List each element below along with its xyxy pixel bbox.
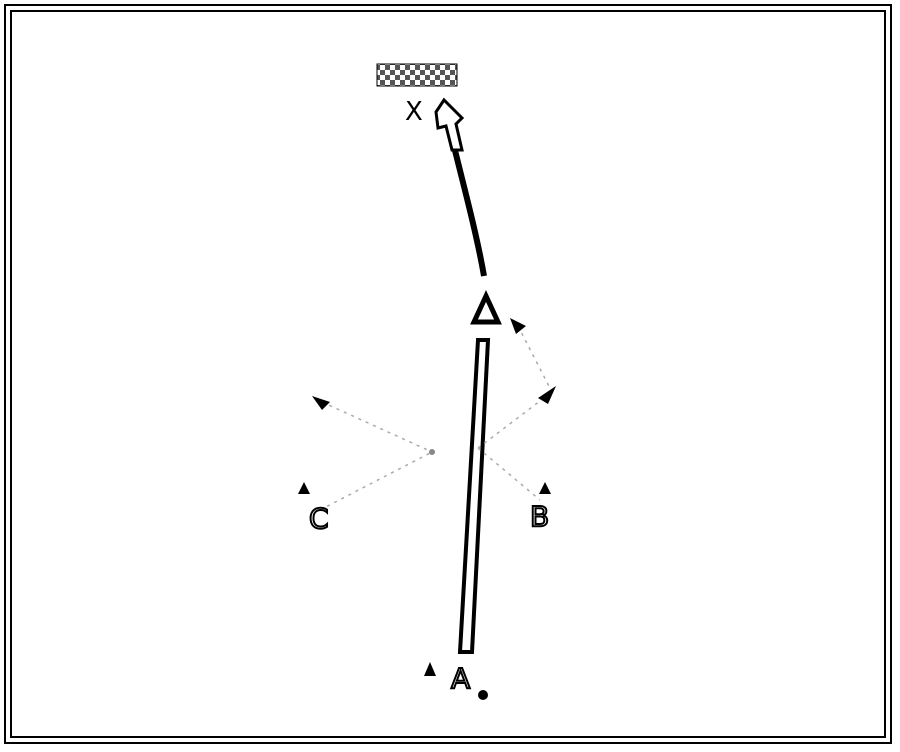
ball-icon	[478, 690, 488, 700]
dotted-path-left	[321, 401, 433, 453]
dotted-paths	[319, 325, 553, 511]
diagram-frame-outer	[4, 4, 892, 744]
cone-icon	[539, 482, 551, 494]
diagram-frame-inner	[10, 10, 886, 738]
player-a-label: A	[451, 662, 470, 695]
large-cone-icon	[470, 290, 502, 325]
cone-icon	[538, 386, 556, 404]
dotted-path-b-to-cone	[517, 325, 553, 393]
dotted-path-c	[319, 451, 433, 511]
shot-arrow-head	[434, 97, 465, 152]
player-c-label: C	[309, 502, 329, 535]
center-point	[429, 449, 435, 455]
cone-icon	[510, 318, 526, 334]
cone-icon	[298, 482, 310, 494]
goal-marker-label: X	[405, 97, 423, 127]
dotted-path-cone-to-center	[477, 397, 545, 449]
cone-icon	[312, 396, 330, 410]
goal-icon	[376, 63, 458, 87]
shot-arrow	[447, 129, 487, 277]
cone-icon	[424, 662, 436, 676]
player-b-label: B	[530, 500, 549, 533]
dotted-path-b-lower	[477, 447, 541, 501]
pass-arrow	[457, 338, 491, 654]
